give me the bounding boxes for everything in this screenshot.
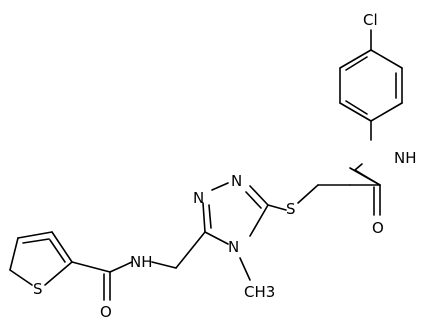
bond bbox=[249, 204, 269, 237]
bond bbox=[339, 102, 372, 122]
triazole-ring bbox=[202, 182, 269, 245]
bond bbox=[345, 100, 368, 115]
bond bbox=[51, 231, 73, 263]
bond bbox=[267, 204, 287, 211]
bond bbox=[239, 257, 251, 281]
bond bbox=[9, 237, 19, 271]
thiophene-ring bbox=[9, 231, 73, 286]
bond bbox=[370, 49, 403, 69]
bond bbox=[22, 238, 50, 244]
bond bbox=[49, 239, 66, 263]
carbonyl-oxygen-left-label: O bbox=[100, 303, 112, 321]
bond bbox=[349, 167, 381, 186]
bond bbox=[370, 102, 403, 122]
amide-nh-label: NH bbox=[394, 149, 417, 167]
bond bbox=[204, 231, 229, 245]
bond bbox=[202, 202, 206, 233]
methyl-label: CH3 bbox=[244, 283, 275, 301]
triazole-n4-label: N bbox=[228, 238, 239, 256]
bond bbox=[297, 184, 319, 204]
bond bbox=[9, 269, 33, 286]
bond bbox=[245, 191, 262, 209]
bond bbox=[339, 49, 372, 69]
thioether-sulfur-label: S bbox=[286, 200, 296, 218]
triazole-n1-label: N bbox=[193, 189, 204, 207]
bond bbox=[175, 231, 206, 269]
carbonyl-oxygen-label: O bbox=[372, 219, 384, 237]
bond bbox=[211, 182, 229, 191]
bond bbox=[208, 204, 212, 229]
bond bbox=[249, 185, 269, 206]
atom-labels: Cl NH O S N N N CH3 NH O S bbox=[33, 11, 417, 321]
bond bbox=[354, 163, 363, 171]
amide-nh-left-label: NH bbox=[130, 253, 153, 271]
bond bbox=[151, 261, 177, 269]
bond bbox=[109, 261, 133, 273]
bond bbox=[345, 56, 368, 71]
bond bbox=[17, 231, 53, 239]
triazole-n2-label: N bbox=[231, 172, 242, 190]
bond bbox=[71, 261, 111, 273]
chlorine-atom-label: Cl bbox=[363, 11, 378, 29]
chlorophenyl-ring bbox=[339, 49, 403, 122]
thiophene-sulfur-label: S bbox=[33, 280, 43, 298]
bond bbox=[44, 261, 73, 286]
